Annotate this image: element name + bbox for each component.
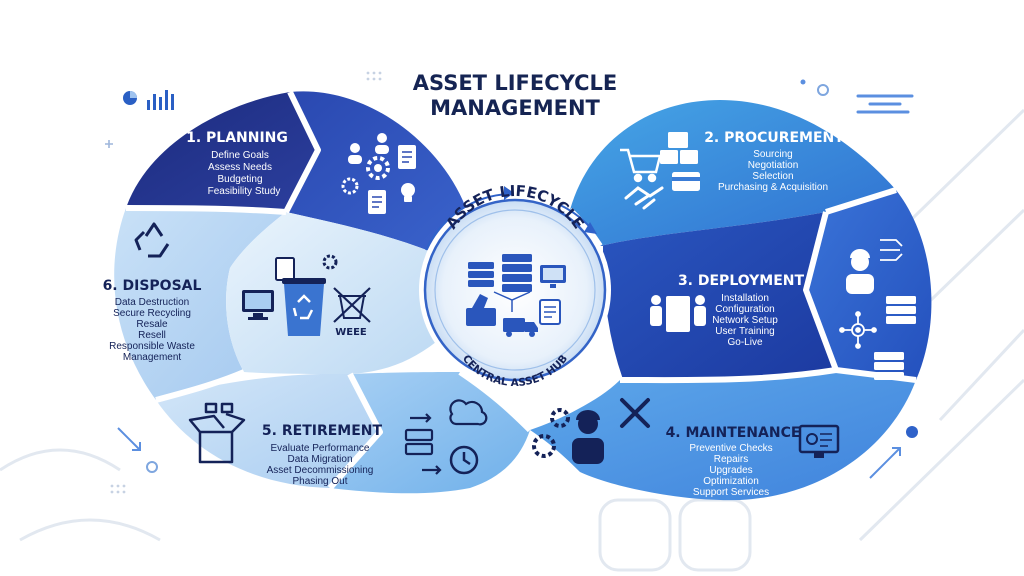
planning-item: Budgeting bbox=[217, 174, 262, 185]
disposal-item: Resell bbox=[138, 330, 166, 341]
server-icon bbox=[874, 296, 916, 380]
lightbulb-icon bbox=[401, 183, 415, 202]
decor-dots bbox=[110, 71, 382, 494]
procurement-item: Selection bbox=[752, 171, 793, 182]
hub-connector-lines bbox=[493, 291, 531, 312]
server-rack-icon bbox=[468, 254, 532, 292]
segment-procurement bbox=[570, 100, 896, 246]
decor-small-chart-icon bbox=[123, 90, 174, 110]
maintenance-items: Preventive Checks Repairs Upgrades Optim… bbox=[689, 443, 772, 498]
deployment-item: Go-Live bbox=[727, 337, 762, 348]
maintenance-item: Repairs bbox=[714, 454, 748, 465]
installers-icon bbox=[650, 295, 706, 332]
maintenance-item: Optimization bbox=[703, 476, 759, 487]
monitor-icon bbox=[540, 265, 566, 288]
technician-icon bbox=[846, 249, 874, 294]
recycle-icon bbox=[134, 222, 170, 258]
team-gear-icon bbox=[341, 133, 390, 195]
retirement-title: 5. RETIREMENT bbox=[262, 423, 383, 439]
maintenance-item: Preventive Checks bbox=[689, 443, 772, 454]
planning-item: Feasibility Study bbox=[208, 186, 281, 197]
truck-icon bbox=[503, 318, 538, 337]
decor-lines-icon bbox=[856, 94, 914, 114]
tools-icon bbox=[620, 398, 650, 428]
retirement-items: Evaluate Performance Data Migration Asse… bbox=[267, 443, 374, 487]
procurement-item: Sourcing bbox=[753, 149, 792, 160]
deployment-item: Installation bbox=[721, 293, 769, 304]
recycle-bin-icon bbox=[275, 254, 338, 336]
procurement-item: Negotiation bbox=[748, 160, 799, 171]
deployment-title: 3. DEPLOYMENT bbox=[678, 273, 805, 289]
document-icon bbox=[539, 299, 561, 325]
handshake-icon bbox=[624, 186, 664, 210]
planning-items: Define Goals Assess Needs Budgeting Feas… bbox=[208, 150, 281, 197]
checklist-icon bbox=[368, 145, 416, 214]
planning-item: Assess Needs bbox=[208, 162, 272, 173]
deployment-item: Network Setup bbox=[712, 315, 778, 326]
weee-label: WEEE bbox=[335, 327, 367, 338]
network-icon bbox=[839, 239, 903, 349]
mechanic-icon bbox=[572, 410, 604, 464]
decor-dot bbox=[800, 79, 806, 85]
disposal-item: Resale bbox=[136, 319, 168, 330]
procurement-item: Purchasing & Acquisition bbox=[718, 182, 828, 193]
disposal-title: 6. DISPOSAL bbox=[103, 278, 202, 294]
credit-card-icon bbox=[672, 172, 700, 191]
planning-title: 1. PLANNING bbox=[186, 130, 288, 146]
cycle-arrow-icon bbox=[504, 186, 514, 200]
disposal-item: Data Destruction bbox=[115, 297, 189, 308]
maintenance-title: 4. MAINTENANCE bbox=[666, 425, 801, 441]
decor-arrow-icon bbox=[117, 427, 901, 479]
monitor-icon bbox=[242, 290, 274, 320]
decor-circles bbox=[146, 84, 829, 473]
retirement-item: Phasing Out bbox=[292, 476, 347, 487]
maintenance-item: Support Services bbox=[693, 487, 769, 498]
gears-icon bbox=[532, 408, 570, 458]
weee-bin-icon bbox=[333, 287, 371, 323]
retirement-item: Data Migration bbox=[287, 454, 352, 465]
factory-robot-icon bbox=[466, 294, 496, 326]
clock-icon bbox=[449, 445, 479, 475]
segment-retirement bbox=[156, 372, 530, 494]
disposal-item: Secure Recycling bbox=[113, 308, 191, 319]
shopping-cart-icon bbox=[620, 148, 662, 183]
cycle-arrow-icon bbox=[584, 222, 597, 234]
planning-item: Define Goals bbox=[211, 150, 269, 161]
boxes-icon bbox=[660, 132, 698, 164]
monitor-gear-icon bbox=[798, 424, 840, 458]
deployment-item: User Training bbox=[715, 326, 774, 337]
deployment-item: Configuration bbox=[715, 304, 774, 315]
disposal-item: Management bbox=[123, 352, 182, 363]
cloud-transfer-icon bbox=[404, 399, 488, 475]
open-box-icon bbox=[188, 402, 246, 464]
decor-dot bbox=[906, 426, 918, 438]
page-title-line2: MANAGEMENT bbox=[430, 96, 600, 120]
page-title: ASSET LIFECYCLE bbox=[413, 71, 617, 95]
deployment-items: Installation Configuration Network Setup… bbox=[712, 293, 778, 348]
retirement-item: Asset Decommissioning bbox=[267, 465, 374, 476]
procurement-title: 2. PROCUREMENT bbox=[704, 130, 844, 146]
background-decoration bbox=[0, 108, 1024, 572]
disposal-items: Data Destruction Secure Recycling Resale… bbox=[109, 297, 195, 363]
disposal-item: Responsible Waste bbox=[109, 341, 195, 352]
maintenance-item: Upgrades bbox=[709, 465, 752, 476]
procurement-items: Sourcing Negotiation Selection Purchasin… bbox=[718, 149, 828, 193]
retirement-item: Evaluate Performance bbox=[271, 443, 370, 454]
